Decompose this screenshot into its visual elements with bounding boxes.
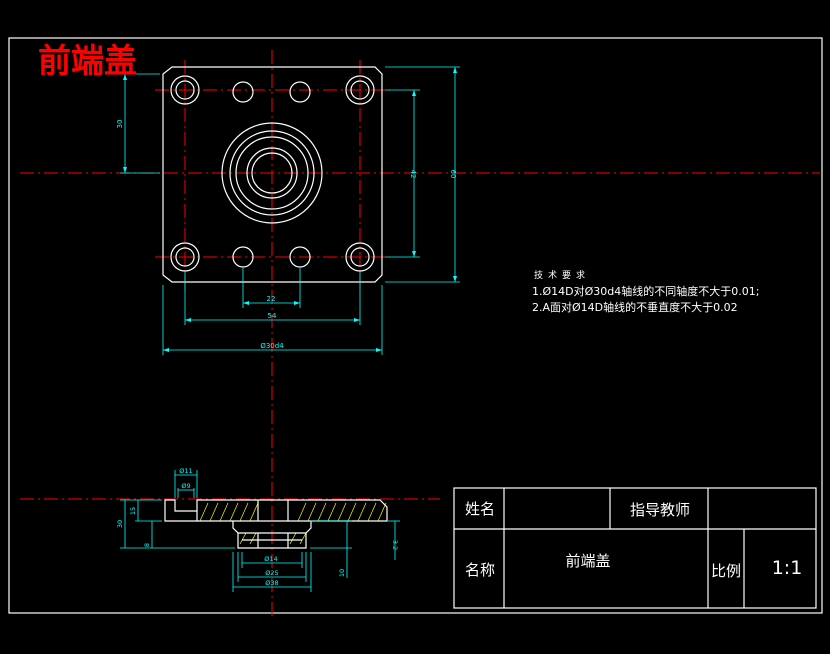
top-dimension-arrows	[123, 67, 457, 352]
section-view	[164, 499, 388, 549]
dim-3-2: 3.2	[391, 540, 399, 550]
dim-d14: Ø14	[264, 555, 277, 563]
hole-bottom-1	[232, 246, 254, 268]
hole-top-1	[232, 81, 254, 103]
square-flange-outline	[162, 66, 383, 283]
name-label: 姓名	[465, 500, 495, 518]
teacher-label: 指导教师	[630, 501, 690, 519]
dim-42: 42	[409, 170, 417, 179]
bore-outer	[246, 147, 298, 199]
dim-60: 60	[449, 170, 457, 179]
hole-top-2	[289, 81, 311, 103]
counterbore-hole-br-outer	[345, 242, 375, 272]
top-dimensions	[120, 66, 460, 355]
drawing-title-red: 前端盖	[38, 41, 137, 80]
dim-30d4: Ø30d4	[260, 342, 284, 350]
dim-54: 54	[268, 312, 277, 320]
tech-req-line2: 2.A面对Ø14D轴线的不垂直度不大于0.02	[532, 300, 738, 314]
tech-req-line1: 1.Ø14D对Ø30d4轴线的不同轴度不大于0.01;	[532, 284, 759, 298]
section-flange	[164, 499, 388, 522]
dim-30-left: 30	[116, 120, 124, 129]
centerlines	[20, 50, 820, 620]
section-hatch	[199, 502, 387, 545]
counterbore-hole-tr-outer	[345, 75, 375, 105]
bore-inner	[251, 152, 293, 194]
drawing-border	[8, 37, 823, 614]
counterbore-hole-bl-outer	[170, 242, 200, 272]
part-label: 名称	[465, 561, 495, 579]
tech-req-heading: 技术要求	[534, 269, 590, 281]
section-dimensions	[120, 470, 400, 592]
scale-label: 比例	[711, 562, 741, 580]
dim-30-section: 30	[116, 520, 124, 528]
part-name: 前端盖	[565, 552, 610, 570]
dim-d11: Ø11	[179, 467, 192, 475]
scale-value: 1:1	[772, 557, 803, 579]
dim-8: 8	[143, 543, 151, 547]
dim-d25: Ø25	[265, 569, 278, 577]
section-boss	[232, 521, 312, 549]
boss-outer	[221, 122, 323, 224]
dim-15: 15	[129, 507, 137, 515]
dim-22: 22	[267, 295, 276, 303]
title-block	[453, 487, 817, 609]
dim-d9: Ø9	[181, 482, 190, 490]
top-view	[162, 66, 383, 283]
dim-d38: Ø38	[265, 579, 278, 587]
counterbore-hole-tl-outer	[170, 75, 200, 105]
hole-bottom-2	[289, 246, 311, 268]
dim-10: 10	[338, 569, 346, 577]
